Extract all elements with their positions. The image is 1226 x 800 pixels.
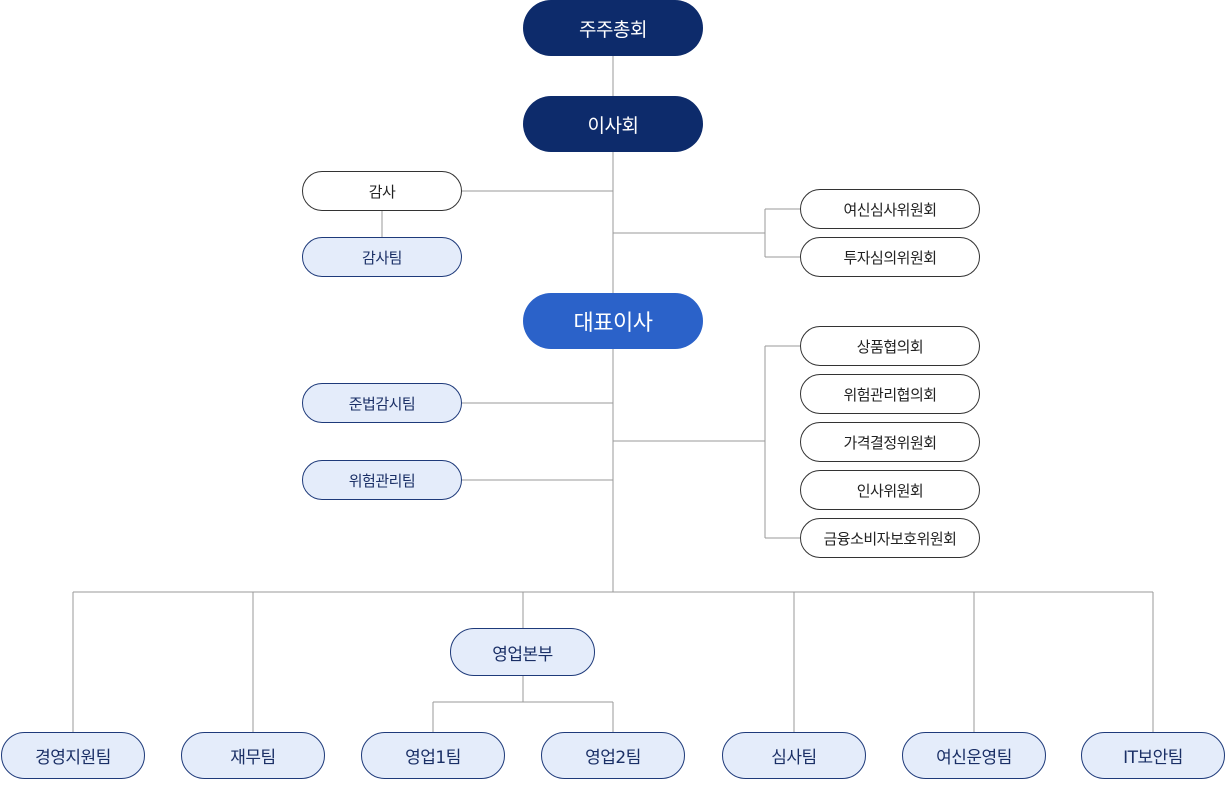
sales2-team-node: 영업2팀 <box>541 732 685 779</box>
consumer-protection-committee-node: 금융소비자보호위원회 <box>800 518 980 558</box>
risk-team-node: 위험관리팀 <box>302 460 462 500</box>
credit-review-committee-node: 여신심사위원회 <box>800 189 980 229</box>
hr-committee-node: 인사위원회 <box>800 470 980 510</box>
shareholders-node: 주주총회 <box>523 0 703 56</box>
auditor-node: 감사 <box>302 171 462 211</box>
audit-team-node: 감사팀 <box>302 237 462 277</box>
product-council-node: 상품협의회 <box>800 326 980 366</box>
finance-team-node: 재무팀 <box>181 732 325 779</box>
board-node: 이사회 <box>523 96 703 152</box>
investment-review-committee-node: 투자심의위원회 <box>800 237 980 277</box>
it-security-team-node: IT보안팀 <box>1081 732 1225 779</box>
review-team-node: 심사팀 <box>722 732 866 779</box>
sales-hq-node: 영업본부 <box>450 628 595 676</box>
sales1-team-node: 영업1팀 <box>361 732 505 779</box>
ceo-node: 대표이사 <box>523 293 703 349</box>
risk-council-node: 위험관리협의회 <box>800 374 980 414</box>
pricing-committee-node: 가격결정위원회 <box>800 422 980 462</box>
credit-operations-team-node: 여신운영팀 <box>902 732 1046 779</box>
compliance-team-node: 준법감시팀 <box>302 383 462 423</box>
management-support-team-node: 경영지원팀 <box>1 732 145 779</box>
